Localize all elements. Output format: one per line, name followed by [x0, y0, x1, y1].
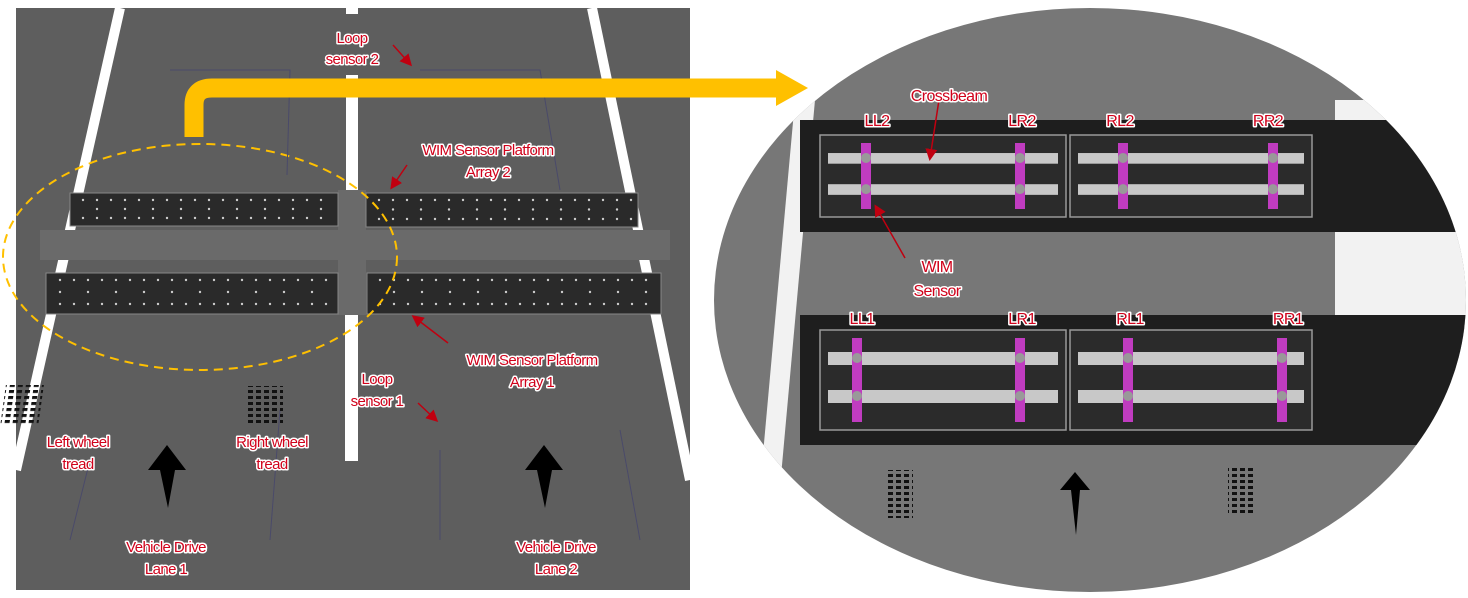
tire-tread-icon [1228, 468, 1256, 516]
lane-1-label: Vehicle Drive [126, 539, 206, 556]
right-wheel-tread-label: tread [256, 456, 287, 473]
wim-sensor [1277, 338, 1287, 422]
overview-panel: Loop sensor 2 WIM Sensor Platform Array … [0, 6, 695, 590]
wim-array-2-label: WIM Sensor Platform [422, 142, 553, 159]
wim-platform-array-2 [69, 192, 639, 228]
zoom-region-ellipse [2, 143, 398, 371]
crossbeam [1078, 390, 1304, 403]
sensor-id-label: LR2 [1008, 113, 1036, 130]
wim-platform-2 [800, 120, 1466, 232]
lane-1-label: Lane 1 [145, 561, 188, 578]
sensor-id-label: RL2 [1106, 113, 1134, 130]
crossbeam-label: Crossbeam [911, 88, 988, 105]
wim-array-1-label: Array 1 [510, 374, 554, 391]
sensor-id-label: LL1 [850, 311, 876, 328]
center-line [346, 75, 358, 193]
loop-sensor-2-label: Loop [337, 30, 368, 47]
loop-sensor-outlines [69, 69, 641, 541]
center-line [345, 313, 358, 461]
tire-tread-icon [885, 470, 913, 518]
sensor-id-label: LL2 [865, 113, 891, 130]
wim-platform-1 [800, 315, 1466, 445]
detail-panel [714, 8, 1466, 592]
wim-sensor [1268, 143, 1278, 209]
tire-tread-icon [0, 385, 44, 425]
arrow-head-icon [776, 70, 808, 106]
wim-platform-array-1 [45, 272, 662, 315]
wim-sensor [1015, 143, 1025, 209]
crossbeam [828, 153, 1058, 164]
wim-array-2-label: Array 2 [466, 164, 510, 181]
crossbeam [1078, 153, 1304, 164]
wim-sensor-label: Sensor [913, 283, 961, 300]
sensor-id-label: LR1 [1008, 311, 1036, 328]
zoom-connector-arrow [184, 78, 778, 137]
crossbeam [828, 390, 1058, 403]
sensor-id-label: RR2 [1253, 113, 1284, 130]
loop-sensor-2-label: sensor 2 [326, 51, 379, 68]
tire-tread-icon [247, 386, 283, 426]
left-wheel-tread-label: tread [62, 456, 93, 473]
direction-arrow-icon [1060, 472, 1090, 535]
wim-array-1-label: WIM Sensor Platform [466, 352, 597, 369]
left-wheel-tread-label: Left wheel [47, 434, 110, 451]
crossbeam [1078, 352, 1304, 365]
direction-arrow-icon [148, 445, 186, 508]
crossbeam [1078, 184, 1304, 195]
crossbeam [828, 184, 1058, 195]
wim-sensor-label: WIM [921, 259, 952, 276]
loop-sensor-1-label: sensor 1 [351, 393, 404, 410]
crossbeam [828, 352, 1058, 365]
wim-sensor [1118, 143, 1128, 209]
sensor-id-label: RL1 [1116, 311, 1144, 328]
lane-2-label: Vehicle Drive [516, 539, 596, 556]
loop-sensor-1-label: Loop [362, 371, 393, 388]
sensor-id-label: RR1 [1273, 311, 1304, 328]
wim-sensor [852, 338, 862, 422]
direction-arrow-icon [525, 445, 563, 508]
wim-sensor [861, 143, 871, 209]
wim-sensor [1123, 338, 1133, 422]
wim-sensor [1015, 338, 1025, 422]
right-wheel-tread-label: Right wheel [236, 434, 308, 451]
lane-2-label: Lane 2 [535, 561, 578, 578]
